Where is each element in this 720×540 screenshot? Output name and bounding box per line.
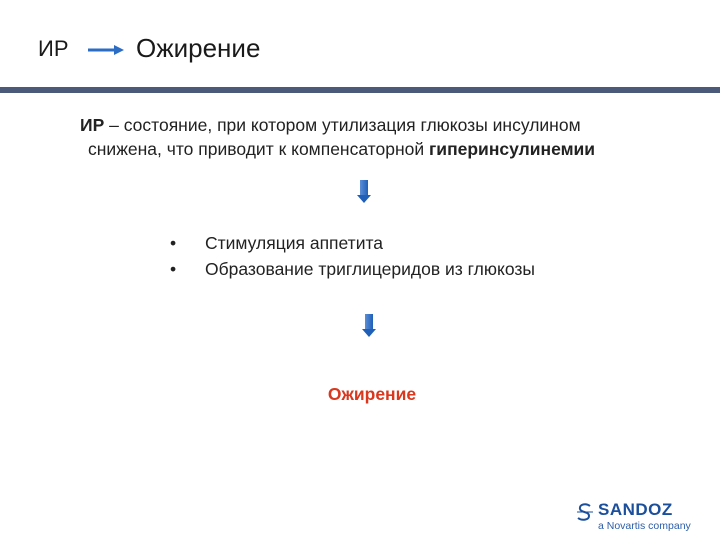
bullet-text: Стимуляция аппетита	[205, 233, 384, 253]
logo-tagline: a Novartis company	[598, 520, 691, 532]
sandoz-logo: SANDOZ a Novartis company	[574, 500, 714, 536]
page-title: Ожирение	[136, 33, 261, 63]
definition-line2-plain: снижена, что приводит к компенсаторной	[88, 139, 430, 159]
definition-line2: снижена, что приводит к компенсаторной г…	[80, 137, 700, 161]
list-item: • Образование триглицеридов из глюкозы	[170, 256, 535, 282]
bullet-marker: •	[170, 233, 177, 253]
sandoz-s-icon	[577, 503, 593, 521]
down-arrow-icon	[362, 314, 376, 337]
bullet-list: • Стимуляция аппетита • Образование триг…	[170, 230, 535, 282]
down-arrow-icon	[357, 180, 371, 203]
bullet-text: Образование триглицеридов из глюкозы	[205, 259, 535, 279]
title-abbreviation: ИР	[38, 36, 69, 61]
list-item: • Стимуляция аппетита	[170, 230, 535, 256]
definition-highlight: гиперинсулинемии	[429, 139, 596, 159]
bullet-marker: •	[170, 259, 177, 279]
title-divider	[0, 87, 720, 93]
right-arrow-icon	[88, 45, 124, 55]
definition-line1: – состояние, при котором утилизация глюк…	[104, 115, 581, 135]
result-label: Ожирение	[327, 384, 417, 404]
definition-text: ИР – состояние, при котором утилизация г…	[80, 113, 700, 161]
logo-brand: SANDOZ	[598, 500, 673, 519]
definition-term: ИР	[80, 115, 105, 135]
